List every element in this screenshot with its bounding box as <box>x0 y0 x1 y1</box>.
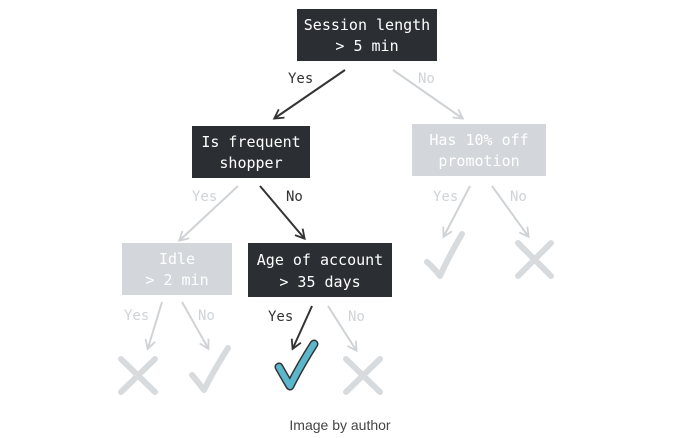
node-session-length-line2: > 5 min <box>335 37 398 55</box>
cross-icon <box>343 356 383 395</box>
check-icon <box>189 345 231 393</box>
edge-promotion-yes <box>442 185 471 239</box>
edge-frequent-yes <box>177 185 239 242</box>
edge-label-idle-yes: Yes <box>124 308 149 324</box>
edge-session-yes <box>272 69 346 120</box>
edge-label-session-yes: Yes <box>288 71 313 87</box>
edge-frequent-no <box>259 185 306 241</box>
edge-label-frequent-no: No <box>286 189 303 205</box>
edge-age-yes <box>290 305 313 351</box>
check-icon <box>424 231 465 279</box>
check-icon-highlighted <box>274 339 319 391</box>
node-frequent-shopper-line1: Is frequent <box>201 133 300 151</box>
cross-icon <box>118 356 158 395</box>
edge-label-session-no: No <box>418 71 435 87</box>
edge-promotion-no <box>491 185 530 239</box>
cross-icon <box>515 240 554 279</box>
node-session-length: Session length > 5 min <box>297 9 437 61</box>
edge-label-promotion-yes: Yes <box>433 189 458 205</box>
edge-session-no <box>392 69 465 120</box>
image-caption: Image by author <box>289 417 391 433</box>
node-idle: Idle > 2 min <box>122 243 232 295</box>
edge-label-idle-no: No <box>198 308 215 324</box>
edge-label-frequent-yes: Yes <box>192 189 217 205</box>
node-frequent-shopper-line2: shopper <box>219 154 282 172</box>
node-idle-line1: Idle <box>159 250 195 268</box>
edge-label-promotion-no: No <box>510 189 527 205</box>
node-frequent-shopper: Is frequent shopper <box>192 126 310 178</box>
edge-age-no <box>327 305 358 353</box>
edge-idle-no <box>181 301 210 351</box>
node-age-of-account-line2: > 35 days <box>279 273 360 291</box>
node-age-of-account: Age of account > 35 days <box>248 243 392 297</box>
node-promotion: Has 10% off promotion <box>412 124 546 176</box>
edge-idle-yes <box>144 301 163 351</box>
node-promotion-line2: promotion <box>438 152 519 170</box>
node-idle-line2: > 2 min <box>145 271 208 289</box>
node-promotion-line1: Has 10% off <box>429 131 528 149</box>
node-session-length-line1: Session length <box>304 16 430 34</box>
node-age-of-account-line1: Age of account <box>257 251 383 269</box>
edge-label-age-yes: Yes <box>268 309 293 325</box>
edge-label-age-no: No <box>348 309 365 325</box>
